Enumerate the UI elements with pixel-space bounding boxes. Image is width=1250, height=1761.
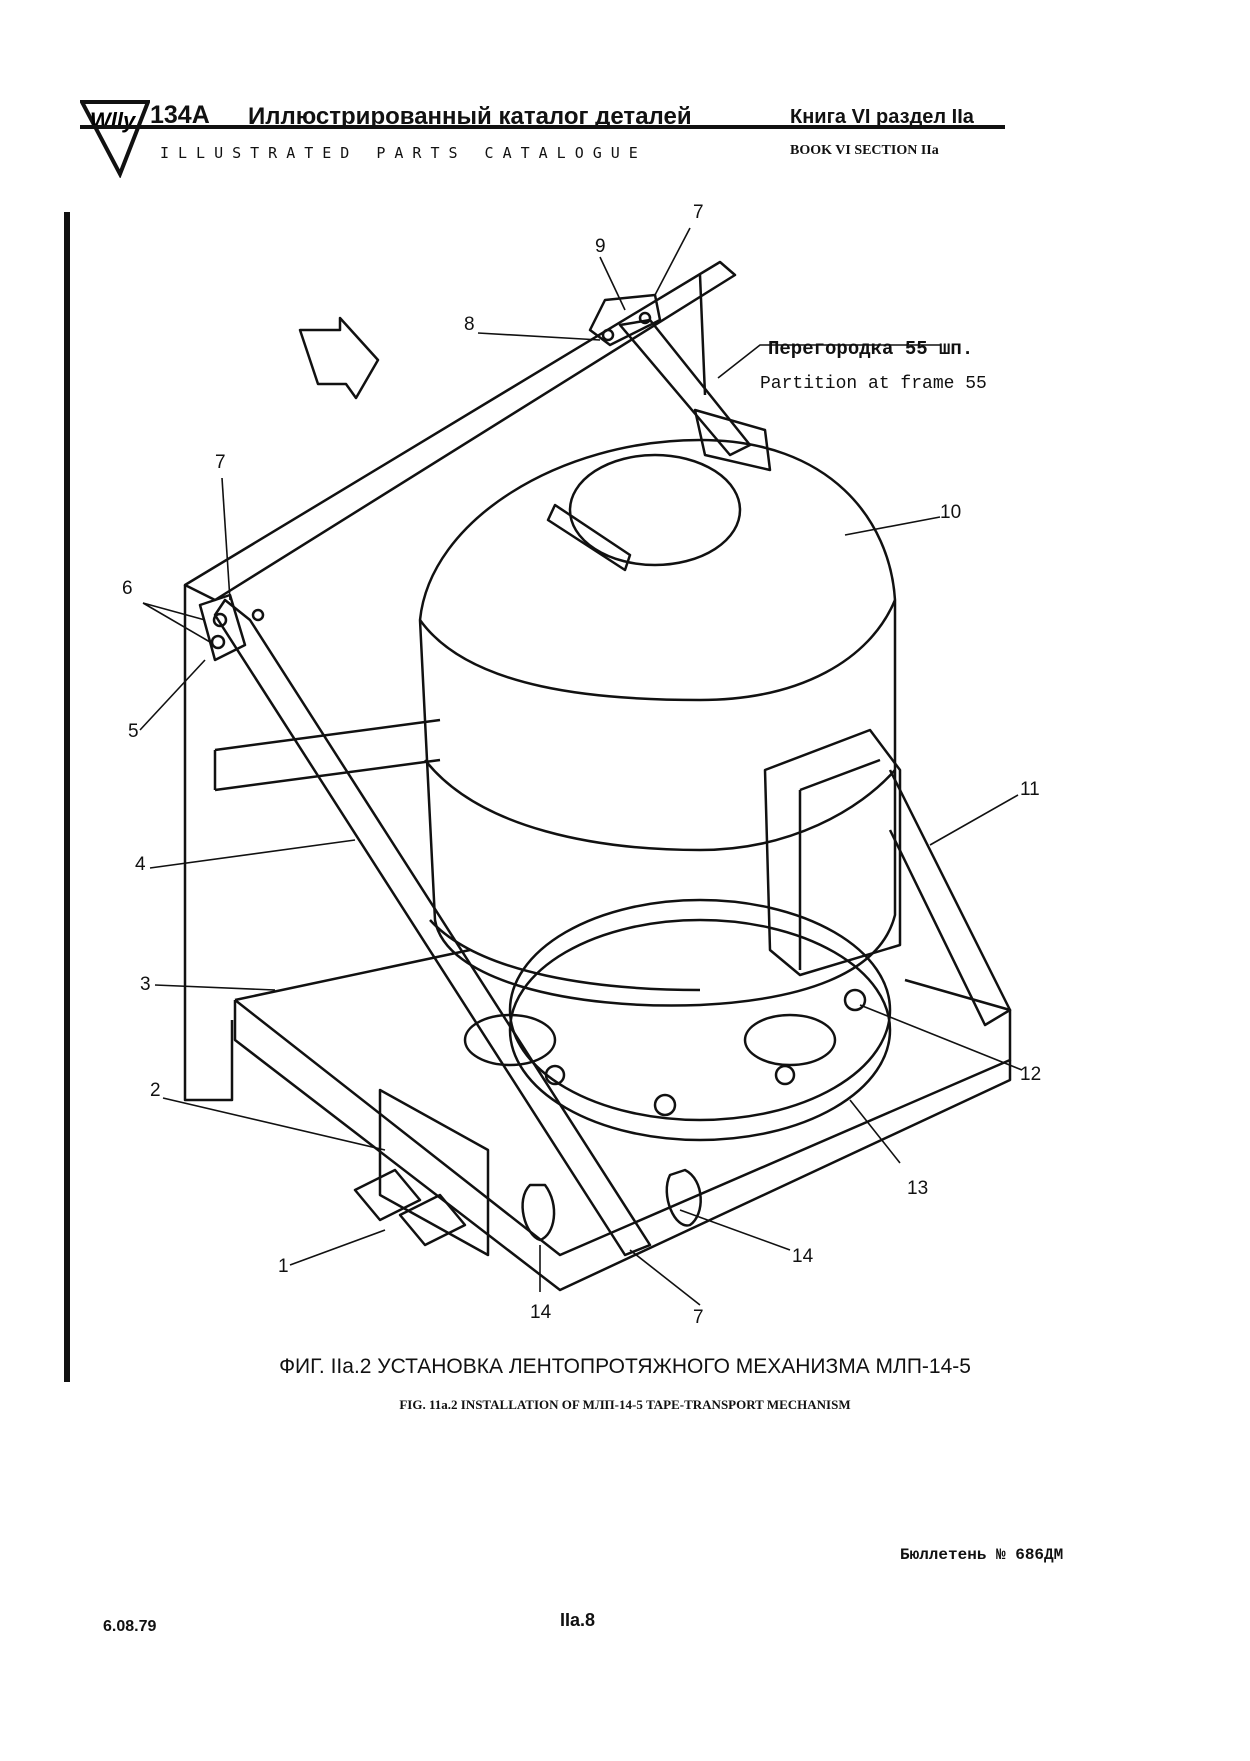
callout-5: 5 [128, 721, 139, 742]
page-number: IIа.8 [560, 1610, 596, 1630]
figure-caption-ru: ФИГ. IIа.2 УСТАНОВКА ЛЕНТОПРОТЯЖНОГО МЕХ… [279, 1355, 971, 1378]
callout-7-left: 7 [215, 452, 226, 473]
callout-7-top: 7 [693, 202, 704, 223]
cable-clamp-left [521, 1183, 556, 1242]
direction-arrow-icon [298, 316, 380, 400]
mounting-ring [508, 918, 892, 1142]
connector-1 [353, 1168, 422, 1222]
drum-handle [546, 503, 632, 572]
book-section-ru: Книга VI раздел IIа [790, 106, 974, 128]
callout-1: 1 [278, 1256, 289, 1277]
wall-shelf [213, 718, 441, 792]
partition-top-edge [183, 260, 737, 602]
callout-13: 13 [907, 1178, 928, 1199]
callout-3: 3 [140, 974, 151, 995]
partition-label-en: Partition at frame 55 [760, 374, 987, 394]
cable-clamp-right [665, 1168, 702, 1227]
callout-12: 12 [1020, 1064, 1041, 1085]
callout-4: 4 [135, 854, 146, 875]
callout-14-left: 14 [530, 1302, 552, 1323]
callout-14-right: 14 [792, 1246, 814, 1267]
margin-bar [64, 212, 70, 1382]
callout-8: 8 [464, 314, 475, 335]
book-section-en: BOOK VI SECTION IIа [790, 143, 939, 158]
mechanism-drum [418, 438, 897, 1007]
catalogue-title-en: ILLUSTRATED PARTS CATALOGUE [160, 144, 647, 162]
callout-11: 11 [1020, 779, 1040, 800]
base-plate [234, 978, 1012, 1257]
drum-top-ring [568, 453, 742, 567]
revision-date: 6.08.79 [103, 1618, 157, 1635]
callout-7-bottom: 7 [693, 1307, 704, 1328]
callout-9: 9 [595, 236, 606, 257]
top-tie-rod [618, 318, 752, 457]
connector-plate [378, 1088, 490, 1257]
partition-label-ru: Перегородка 55 шп. [768, 338, 974, 360]
partition-panel [183, 585, 234, 1102]
callout-2: 2 [150, 1080, 161, 1101]
connector-2 [398, 1193, 467, 1247]
rear-bracket [888, 769, 1012, 1027]
diagonal-strut [213, 598, 652, 1257]
top-handle [693, 408, 772, 472]
callout-10: 10 [940, 502, 961, 523]
figure-caption-en: FIG. 11a.2 INSTALLATION OF МЛП-14-5 TAPE… [399, 1397, 851, 1412]
side-junction-box [763, 728, 902, 977]
callout-6: 6 [122, 578, 133, 599]
aircraft-model: 134А [150, 101, 210, 129]
top-bracket [588, 293, 662, 347]
header-rule [80, 125, 1005, 129]
bulletin-number: Бюллетень № 686ДМ [900, 1546, 1064, 1564]
